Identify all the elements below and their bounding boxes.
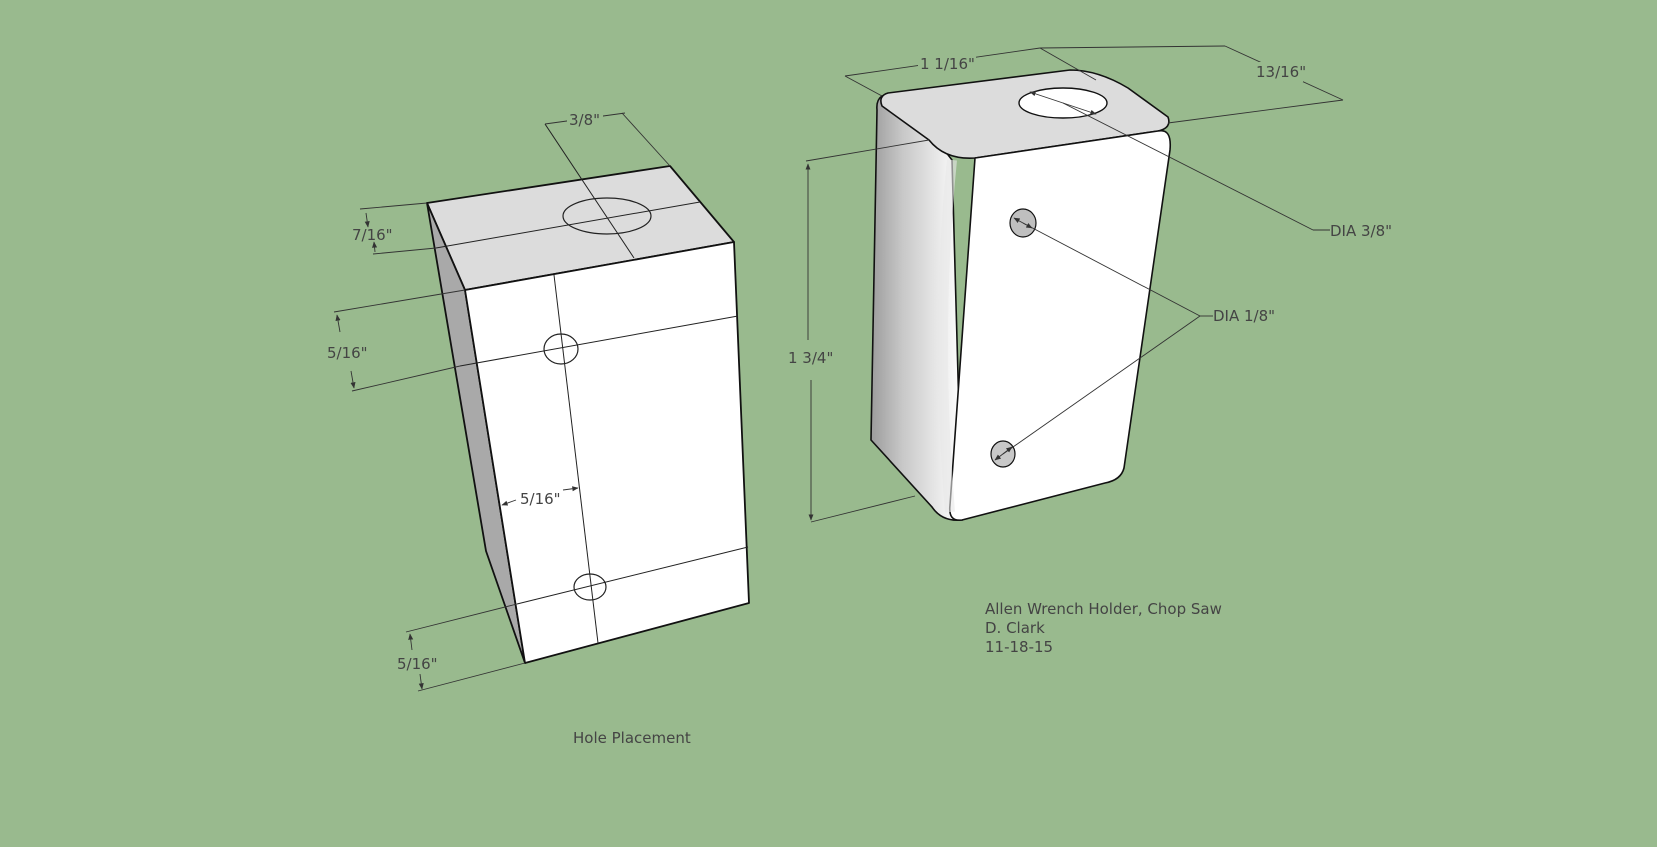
- dim-height-label: 1 3/4": [788, 349, 833, 367]
- right-block-front-face: [948, 129, 1172, 522]
- title-block: Allen Wrench Holder, Chop Saw D. Clark 1…: [985, 600, 1222, 656]
- dim-horizontal-label: 5/16": [520, 490, 561, 508]
- left-top-hole: [562, 197, 652, 235]
- dim-height: 1 3/4": [786, 139, 930, 523]
- callout-large-hole-label: DIA 3/8": [1330, 222, 1392, 240]
- dim-upper-hole: 5/16": [327, 289, 466, 392]
- dim-width: 1 1/16": [844, 47, 1097, 97]
- left-upper-hole: [543, 333, 579, 365]
- callout-large-hole: DIA 3/8": [1029, 91, 1392, 240]
- vertical-centerline: [553, 274, 599, 644]
- dim-top-depth: 7/16": [352, 202, 437, 255]
- callout-small-holes: DIA 1/8": [994, 217, 1275, 461]
- lower-hole-line: [516, 546, 749, 605]
- top-width-line: [544, 123, 635, 259]
- dim-top-width: 3/8": [544, 109, 671, 167]
- dim-depth-label: 13/16": [1256, 63, 1306, 81]
- dim-width-label: 1 1/16": [920, 55, 975, 73]
- dim-top-depth-label: 7/16": [352, 226, 393, 244]
- callout-small-holes-label: DIA 1/8": [1213, 307, 1275, 325]
- dim-upper-hole-label: 5/16": [327, 344, 368, 362]
- dim-lower-hole: 5/16": [397, 603, 526, 692]
- dim-lower-hole-label: 5/16": [397, 655, 438, 673]
- right-block: 1 1/16" 13/16" 1 3/4" DIA 3/8": [786, 45, 1392, 523]
- dim-horizontal: 5/16": [501, 486, 579, 508]
- left-block-caption: Hole Placement: [573, 729, 691, 747]
- author-text: D. Clark: [985, 619, 1045, 637]
- left-lower-hole: [573, 573, 607, 601]
- dim-depth: 13/16": [1039, 45, 1344, 124]
- left-block-front-face: [464, 241, 750, 664]
- left-block: 3/8" 7/16" 5/16" 5/16": [327, 109, 750, 747]
- upper-hole-line: [459, 315, 739, 367]
- dim-top-width-label: 3/8": [569, 111, 600, 129]
- title-text: Allen Wrench Holder, Chop Saw: [985, 600, 1222, 618]
- date-text: 11-18-15: [985, 638, 1053, 656]
